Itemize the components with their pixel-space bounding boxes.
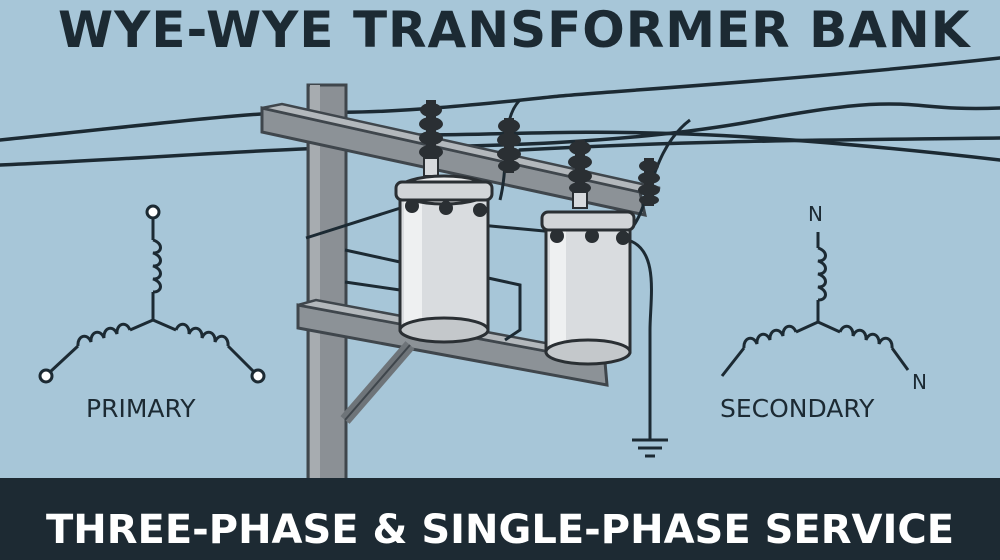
transformer-can-1 [394,157,494,344]
wire-1 [0,56,1000,142]
ground-symbol [632,438,668,458]
insulator-4 [638,158,660,206]
wire-4 [518,136,1000,152]
neutral-label-top: N [808,202,823,226]
primary-wye-symbol [38,204,266,384]
insulator-3 [568,140,592,195]
wire-3 [418,130,1000,162]
transformer-can-2 [540,191,636,366]
primary-label: PRIMARY [86,394,196,423]
insulator-1 [419,100,443,160]
overhead-wires [0,56,1000,167]
secondary-label: SECONDARY [720,394,875,423]
insulator-2 [497,118,521,173]
page-title: WYE-WYE TRANSFORMER BANK [58,1,971,59]
neutral-label-right: N [912,370,927,394]
secondary-wye-symbol [720,232,910,377]
utility-pole [306,83,348,487]
footer-caption: THREE-PHASE & SINGLE-PHASE SERVICE [45,507,955,553]
footer-band [0,478,1000,560]
